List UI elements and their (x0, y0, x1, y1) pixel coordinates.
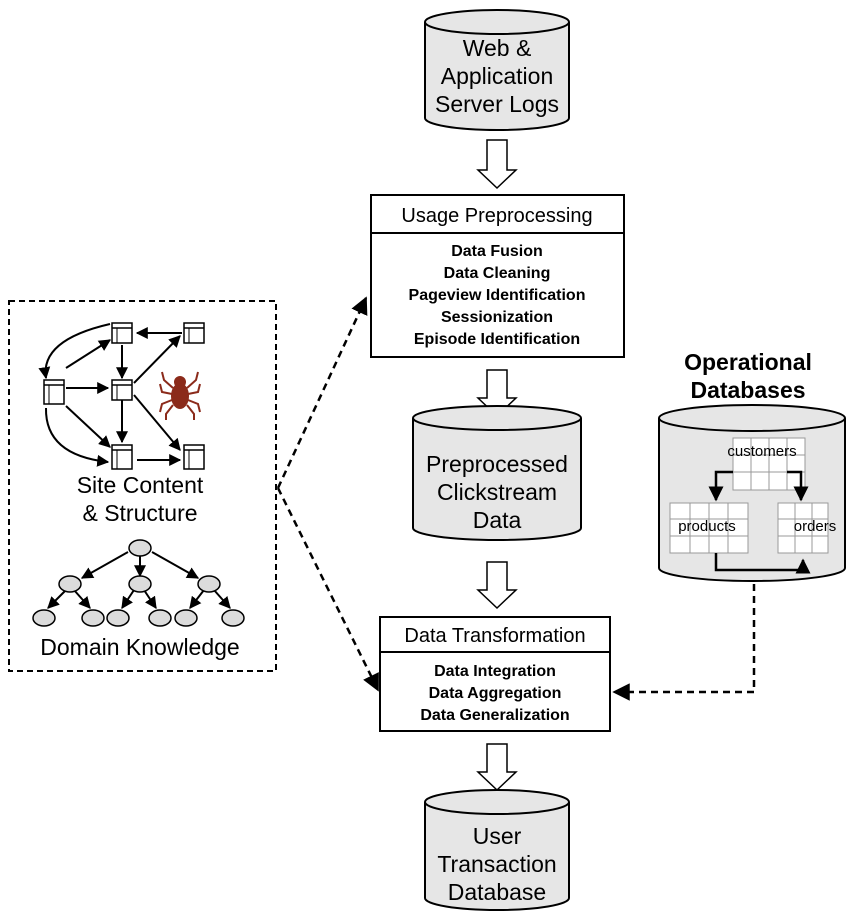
data-transformation-box: Data Transformation Data Integration Dat… (379, 616, 611, 732)
page-icon (183, 322, 205, 344)
step-episode-identification: Episode Identification (414, 331, 580, 348)
dashed-arrow-to-data-transformation (276, 487, 380, 692)
page-icon (43, 379, 65, 405)
step-data-generalization: Data Generalization (420, 707, 569, 724)
site-content-label-2: & Structure (82, 500, 197, 526)
page-icon (111, 444, 133, 470)
step-data-aggregation: Data Aggregation (429, 685, 562, 702)
user-transaction-cylinder: User Transaction Database (424, 789, 570, 911)
user-db-line-2: Transaction (437, 851, 556, 877)
user-db-line-3: Database (448, 879, 546, 905)
web-server-logs-cylinder: Web & Application Server Logs (424, 9, 570, 131)
operational-databases: Operational Databases customers products (658, 349, 846, 582)
site-graph-edges (38, 323, 182, 467)
step-sessionization: Sessionization (441, 309, 553, 326)
operational-title-1: Operational (684, 349, 812, 375)
web-logs-line-1: Web & (463, 35, 532, 61)
flow-arrow-4 (476, 743, 518, 792)
web-logs-line-2: Application (441, 63, 554, 89)
site-content-label-1: Site Content (77, 472, 204, 498)
orders-table (777, 502, 829, 554)
web-logs-line-3: Server Logs (435, 91, 559, 117)
user-db-line-1: User (473, 823, 522, 849)
flow-arrow-1 (476, 139, 518, 190)
step-data-fusion: Data Fusion (451, 243, 543, 260)
customers-table (732, 437, 806, 491)
table-relations (708, 470, 811, 574)
data-transformation-title: Data Transformation (404, 625, 585, 647)
preprocessed-line-2: Clickstream (437, 479, 557, 505)
page-icon (111, 379, 133, 401)
domain-hierarchy-tree (47, 551, 231, 609)
usage-preprocessing-box: Usage Preprocessing Data Fusion Data Cle… (370, 194, 625, 358)
preprocessed-clickstream-cylinder: Preprocessed Clickstream Data (412, 405, 582, 541)
flow-arrow-3 (476, 561, 518, 610)
step-data-integration: Data Integration (434, 663, 556, 680)
spider-icon (159, 371, 201, 420)
customers-label: customers (727, 443, 796, 460)
step-data-cleaning: Data Cleaning (444, 265, 551, 282)
site-knowledge-panel: Site Content & Structure Domain (8, 300, 277, 672)
page-icon (111, 322, 133, 344)
products-table (669, 502, 749, 554)
dashed-arrow-to-usage-preprocessing (276, 296, 368, 489)
step-pageview-identification: Pageview Identification (409, 287, 586, 304)
tree-node (32, 539, 245, 627)
page-icon (183, 444, 205, 470)
products-label: products (678, 518, 736, 535)
preprocessed-line-1: Preprocessed (426, 451, 568, 477)
preprocessed-line-3: Data (473, 507, 522, 533)
usage-preprocessing-title: Usage Preprocessing (401, 205, 592, 227)
operational-title-2: Databases (690, 377, 805, 403)
domain-knowledge-label: Domain Knowledge (40, 634, 239, 660)
orders-label: orders (794, 518, 837, 535)
dashed-arrow-operational-to-transformation (612, 584, 756, 701)
